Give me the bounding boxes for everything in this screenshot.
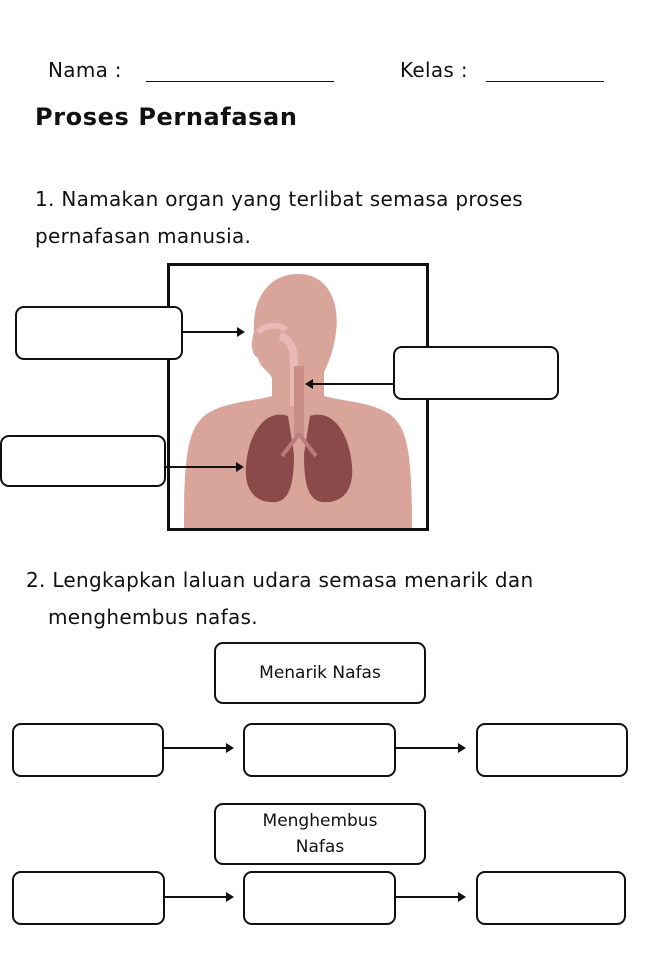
exhale-step-box-2[interactable] [243,871,396,925]
inhale-step-box-2[interactable] [243,723,396,777]
question-2-line-2: menghembus nafas. [48,605,258,629]
organ-answer-box-3[interactable] [0,435,166,487]
inhale-step-box-1[interactable] [12,723,164,777]
name-blank-field[interactable] [146,81,334,82]
arrow-icon [165,892,234,902]
exhale-label-line-1: Menghembus [262,811,378,831]
arrow-icon [166,462,244,472]
exhale-label-box: Menghembus Nafas [214,803,426,865]
inhale-label: Menarik Nafas [259,663,381,683]
organ-answer-box-1[interactable] [15,306,183,360]
question-1-line-1: 1. Namakan organ yang terlibat semasa pr… [35,187,524,211]
question-1-line-2: pernafasan manusia. [35,224,252,248]
class-label: Kelas : [400,58,468,82]
inhale-label-box: Menarik Nafas [214,642,426,704]
arrow-icon [164,743,234,753]
name-label: Nama : [48,58,122,82]
class-blank-field[interactable] [486,81,604,82]
arrow-icon [183,327,245,337]
organ-answer-box-2[interactable] [393,346,559,400]
arrow-icon [305,379,393,389]
arrow-icon [396,743,466,753]
exhale-label-line-2: Nafas [295,837,345,857]
inhale-step-box-3[interactable] [476,723,628,777]
exhale-step-box-3[interactable] [476,871,626,925]
respiratory-system-figure [167,263,429,531]
question-2-line-1: 2. Lengkapkan laluan udara semasa menari… [26,568,534,592]
worksheet-title: Proses Pernafasan [35,103,298,131]
arrow-icon [396,892,466,902]
exhale-step-box-1[interactable] [12,871,165,925]
respiratory-system-illustration-icon [184,274,412,528]
